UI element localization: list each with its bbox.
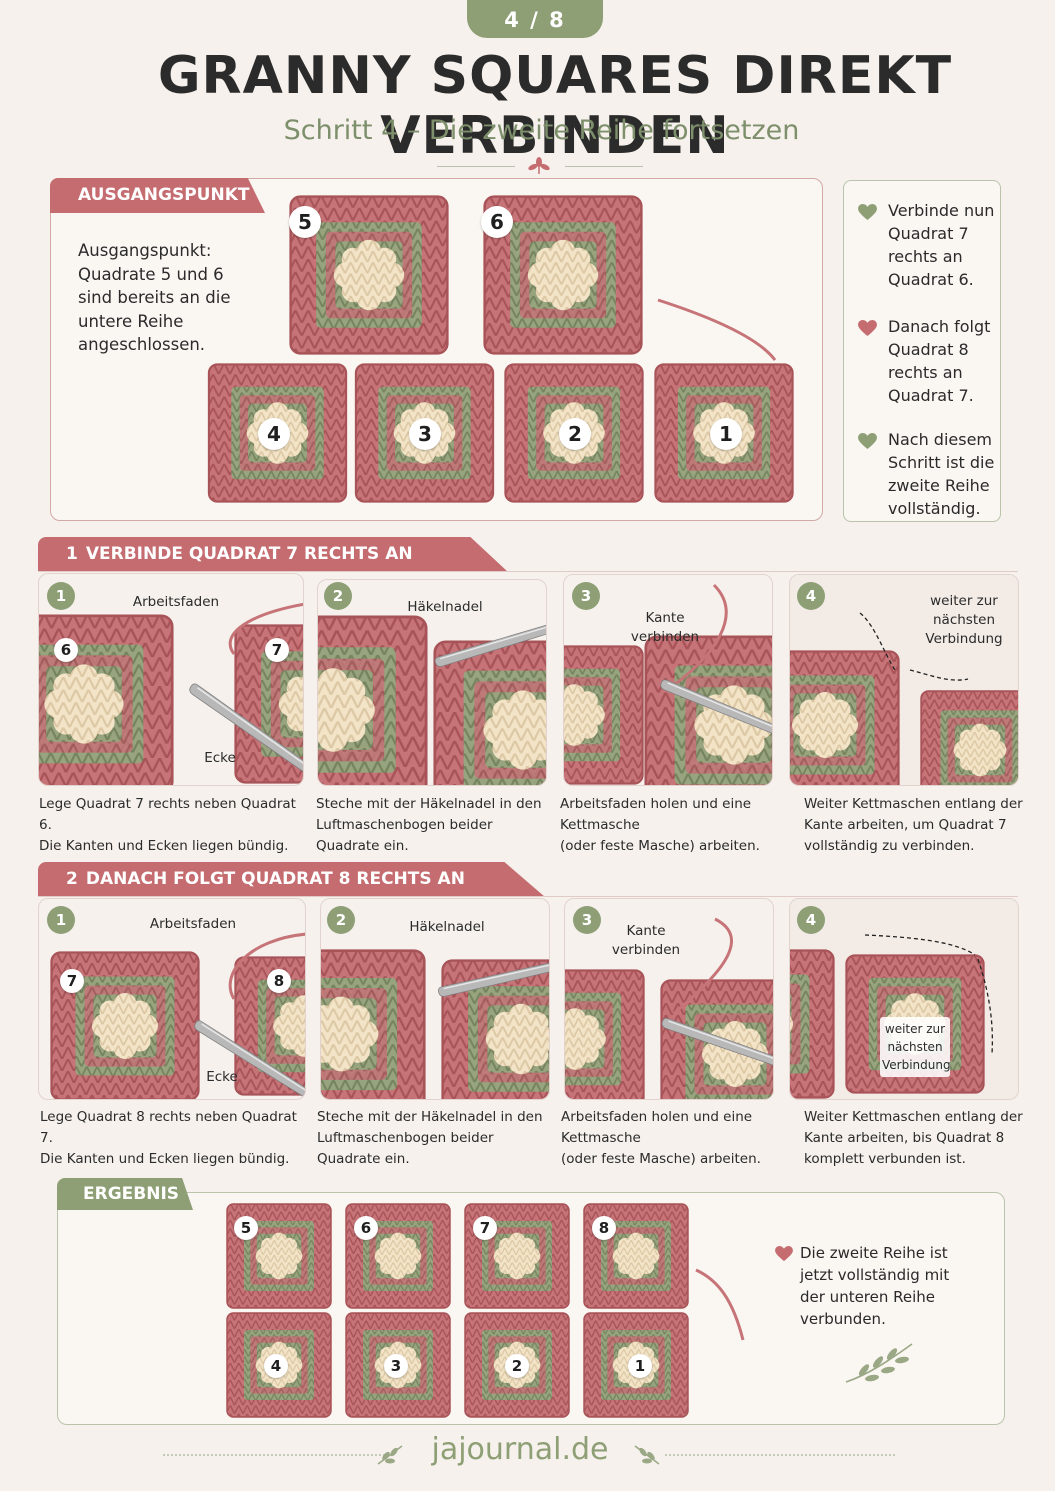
s2-step3-photo (564, 898, 774, 1100)
s1-step1-label-corner: Ecke (204, 750, 236, 766)
s2-step1-square-8: 8 (267, 969, 291, 993)
result-square-5: 5 (234, 1216, 258, 1240)
leaf-ornament-icon (634, 1445, 660, 1465)
footer-divider-left (163, 1454, 393, 1456)
tips-panel: Verbinde nun Quadrat 7 rechts an Quadrat… (843, 180, 1001, 522)
s2-step1-label-thread: Arbeitsfaden (149, 916, 237, 932)
tip-text: Nach diesem Schritt ist die zweite Reihe… (888, 430, 995, 518)
s2-step3-badge: 3 (573, 906, 601, 934)
leaf-branch-icon (845, 1343, 913, 1383)
s1-step3-badge: 3 (572, 582, 600, 610)
page-subtitle: Schritt 4 – Die zweite Reihe fortsetzen (283, 115, 800, 146)
s2-step2-badge: 2 (327, 906, 355, 934)
square-number-3: 3 (409, 418, 441, 450)
s1-step2-label-hook: Häkelnadel (407, 599, 483, 615)
heart-icon (858, 433, 877, 450)
heart-icon (775, 1246, 793, 1262)
s1-step1-square-6: 6 (54, 638, 78, 662)
result-square-1: 1 (628, 1354, 652, 1378)
footer-divider-right (665, 1454, 895, 1456)
s2-step1-square-7: 7 (60, 969, 84, 993)
s2-step2-label-hook: Häkelnadel (409, 919, 485, 935)
divider-left (437, 166, 515, 167)
tip-text: Danach folgt Quadrat 8 rechts an Quadrat… (888, 317, 991, 405)
s2-step4-photo (789, 898, 1019, 1100)
s1-step1-badge: 1 (47, 582, 75, 610)
square-number-4: 4 (258, 418, 290, 450)
section2-divider (38, 896, 1018, 897)
square-number-1: 1 (710, 418, 742, 450)
s1-step1-photo (38, 573, 304, 786)
s1-step2-photo (317, 579, 547, 786)
result-square-7: 7 (473, 1216, 497, 1240)
result-square-8: 8 (592, 1216, 616, 1240)
s1-step2-badge: 2 (324, 582, 352, 610)
start-text: Ausgangspunkt: Quadrate 5 und 6 sind ber… (78, 241, 231, 354)
section1-divider (38, 571, 1018, 572)
leaf-ornament-icon (528, 157, 550, 175)
divider-right (565, 166, 643, 167)
tip-text: Verbinde nun Quadrat 7 rechts an Quadrat… (888, 201, 995, 289)
s2-step3-caption: Arbeitsfaden holen und eine Kettmasche(o… (561, 1109, 761, 1167)
s2-step1-caption: Lege Quadrat 8 rechts neben Quadrat 7.Di… (40, 1109, 297, 1167)
s1-step4-photo (789, 574, 1019, 786)
s1-step1-caption: Lege Quadrat 7 rechts neben Quadrat 6.Di… (39, 796, 296, 854)
s1-step3-caption: Arbeitsfaden holen und eine Kettmasche(o… (560, 796, 760, 854)
s1-step1-label-thread: Arbeitsfaden (132, 594, 220, 610)
result-square-3: 3 (384, 1354, 408, 1378)
s1-step4-badge: 4 (797, 582, 825, 610)
s2-step1-photo (38, 898, 306, 1100)
s1-step1-square-7: 7 (265, 638, 289, 662)
result-text: Die zweite Reihe ist jetzt vollständig m… (800, 1244, 950, 1328)
s2-step1-label-corner: Ecke (206, 1069, 238, 1085)
heart-icon (858, 204, 877, 221)
square-number-2: 2 (559, 418, 591, 450)
result-label: ERGEBNIS (57, 1178, 193, 1210)
result-square-4: 4 (264, 1354, 288, 1378)
footer-site: jajournal.de (431, 1432, 609, 1467)
result-square-6: 6 (354, 1216, 378, 1240)
start-illustration (207, 195, 794, 503)
s2-step2-photo (320, 898, 550, 1100)
square-number-6: 6 (481, 206, 513, 238)
result-square-2: 2 (505, 1354, 529, 1378)
heart-icon (858, 320, 877, 337)
page-indicator: 4 / 8 (467, 0, 603, 38)
result-illustration (226, 1203, 745, 1418)
start-label: AUSGANGSPUNKT (50, 178, 265, 213)
page-title: GRANNY SQUARES DIREKT VERBINDEN (157, 46, 953, 166)
s2-step1-badge: 1 (47, 906, 75, 934)
s1-step3-photo (563, 574, 773, 786)
leaf-ornament-icon (377, 1445, 403, 1465)
square-number-5: 5 (289, 206, 321, 238)
s2-step4-badge: 4 (797, 906, 825, 934)
